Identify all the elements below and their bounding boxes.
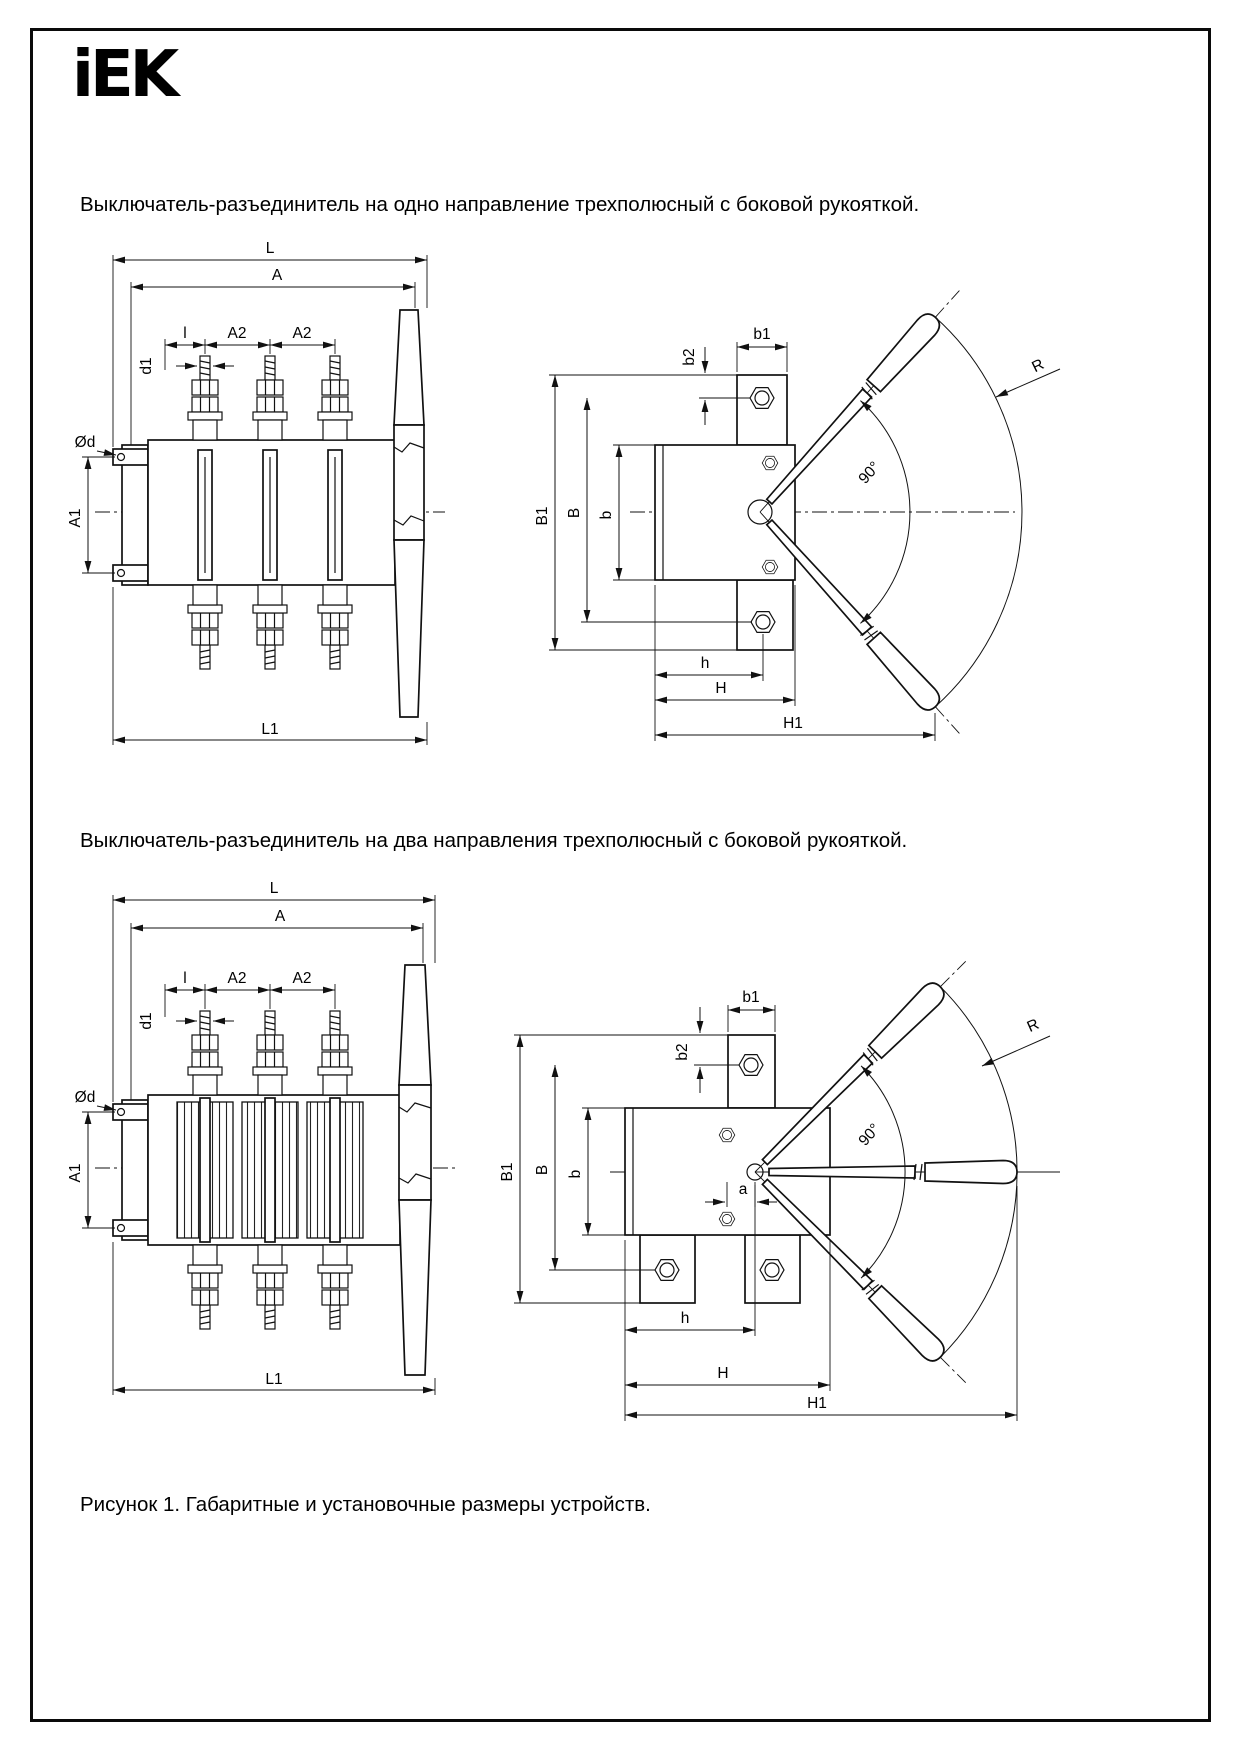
dim-label-B: B (534, 1165, 551, 1175)
dim-label-b1: b1 (753, 326, 770, 343)
section1-title: Выключатель-разъединитель на одно направ… (80, 193, 920, 216)
mounting-hole (116, 452, 126, 462)
lower-blade (398, 1199, 432, 1376)
dim-label-A: A (275, 908, 286, 925)
angle-arc (860, 400, 911, 624)
dimensions-front-double: L A l A2 A2 d1 Ød A1 L1 (67, 880, 436, 1395)
mounting-hole (116, 1107, 126, 1117)
dim-label-L1: L1 (265, 1371, 282, 1388)
dim-label-b1: b1 (742, 989, 759, 1006)
dim-label-R: R (1029, 356, 1047, 376)
upper-blade (393, 309, 425, 426)
dim-label-A2: A2 (293, 325, 312, 342)
drawing-single-direction: L A l A2 A2 d1 Ød A1 L1 (67, 240, 1061, 745)
dim-label-angle: 90° (855, 459, 883, 488)
angle-arc (860, 1065, 906, 1279)
dim-label-A2: A2 (228, 325, 247, 342)
dim-label-H: H (715, 680, 726, 697)
dim-label-b: b (598, 511, 615, 520)
dim-label-A: A (272, 267, 283, 284)
front-view-single (95, 309, 445, 718)
mounting-bracket (121, 1099, 149, 1241)
figure-caption: Рисунок 1. Габаритные и установочные раз… (80, 1493, 651, 1516)
dim-label-d1: d1 (138, 357, 155, 374)
dim-label-b2: b2 (674, 1043, 691, 1060)
dim-label-R: R (1025, 1016, 1042, 1036)
dim-label-a: a (739, 1181, 748, 1198)
dim-label-B: B (566, 508, 583, 518)
iek-logo: iEK (72, 38, 179, 112)
dim-label-B1: B1 (499, 1163, 516, 1182)
mounting-bracket (121, 444, 149, 586)
drawing-two-directions: L A l A2 A2 d1 Ød A1 L1 (67, 880, 1060, 1421)
dim-label-l: l (183, 325, 186, 342)
dimensions-front-single: L A l A2 A2 d1 Ød A1 L1 (67, 240, 428, 745)
handle-up (746, 952, 975, 1181)
dim-label-H: H (717, 1365, 728, 1382)
dimensions-side-single: b1 b2 B1 B b h H H1 (534, 326, 936, 741)
dim-label-A2: A2 (228, 970, 247, 987)
dim-label-Od: Ød (75, 1089, 96, 1106)
handle-swing-arc (939, 986, 1018, 1358)
dim-label-b: b (567, 1170, 584, 1179)
side-view-single: 90° R (630, 281, 1061, 743)
handle-swing-arc (934, 316, 1023, 708)
dim-label-B1: B1 (534, 507, 551, 526)
top-bracket (736, 374, 788, 446)
page-border (30, 28, 1211, 1722)
dim-label-H1: H1 (783, 715, 803, 732)
dim-label-A1: A1 (67, 1164, 84, 1183)
front-view-double (95, 964, 455, 1376)
dim-label-b2: b2 (681, 348, 698, 365)
mounting-hole (116, 568, 126, 578)
lower-blade (393, 539, 425, 718)
dimensions-side-double: b1 b2 B1 B b a h H H1 (499, 989, 1018, 1421)
dim-label-L1: L1 (261, 721, 278, 738)
dim-label-L: L (270, 880, 279, 897)
dim-label-L: L (266, 240, 275, 257)
mounting-hole (116, 1223, 126, 1233)
side-view-double: 90° R (610, 952, 1060, 1392)
dim-label-angle: 90° (855, 1121, 883, 1150)
dim-label-A2: A2 (293, 970, 312, 987)
dim-label-d1: d1 (138, 1012, 155, 1029)
dim-label-A1: A1 (67, 509, 84, 528)
section2-title: Выключатель-разъединитель на два направл… (80, 829, 908, 852)
upper-blade (398, 964, 432, 1086)
dim-label-h: h (701, 655, 710, 672)
dim-label-H1: H1 (807, 1395, 827, 1412)
dim-label-l: l (183, 970, 186, 987)
dim-label-Od: Ød (75, 434, 96, 451)
dim-label-h: h (681, 1310, 690, 1327)
